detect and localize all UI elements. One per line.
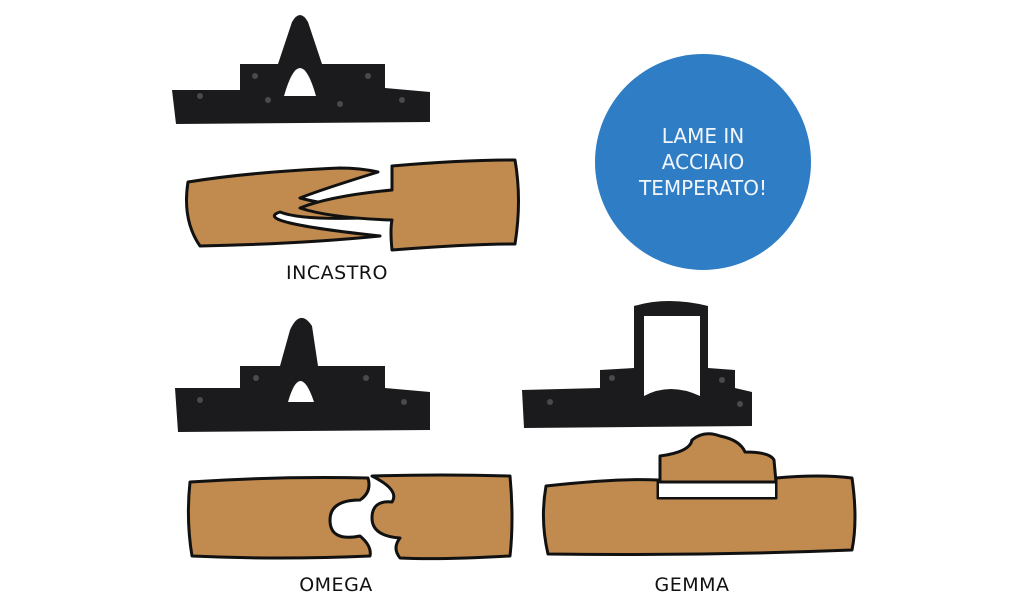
incastro-label: INCASTRO bbox=[286, 262, 388, 284]
omega-blade bbox=[175, 317, 430, 432]
steel-blades-badge: LAME IN ACCIAIO TEMPERATO! bbox=[595, 54, 811, 270]
gemma-label: GEMMA bbox=[654, 574, 730, 596]
omega-label: OMEGA bbox=[299, 574, 373, 596]
incastro-blade bbox=[172, 15, 430, 124]
badge-line-2: ACCIAIO bbox=[661, 150, 745, 174]
badge-line-3: TEMPERATO! bbox=[639, 176, 767, 200]
badge-line-1: LAME IN bbox=[661, 124, 745, 148]
incastro-wood bbox=[185, 158, 520, 252]
omega-wood bbox=[186, 473, 514, 561]
gemma-blade bbox=[522, 301, 752, 428]
gemma-wood bbox=[541, 432, 857, 556]
